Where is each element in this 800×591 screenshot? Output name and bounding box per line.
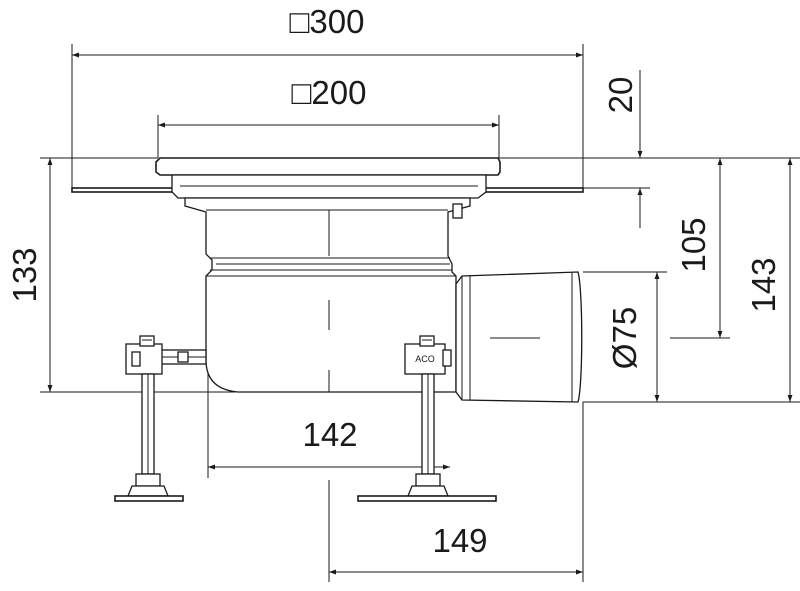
outlet-pipe <box>455 271 583 403</box>
dimension-inner-height: 105 <box>670 158 730 339</box>
grate-frame <box>155 157 501 176</box>
dim-label-300: □300 <box>290 3 365 40</box>
dimension-feet-spacing: 142 <box>207 360 450 478</box>
dimension-rim-height: 20 <box>499 70 800 228</box>
dim-label-20: 20 <box>602 77 639 114</box>
frame-clip <box>452 203 463 219</box>
dim-label-75: Ø75 <box>606 307 643 369</box>
dimension-left-height: 133 <box>6 157 235 393</box>
dim-label-133: 133 <box>6 247 43 302</box>
drain-body-upper <box>184 197 471 393</box>
dimension-top-width: □300 <box>71 3 584 190</box>
dimension-outlet-diameter: Ø75 <box>583 271 667 402</box>
right-levelling-foot: ACO <box>357 335 497 502</box>
dimension-grate-width: □200 <box>157 74 500 158</box>
dimension-outlet-offset: 149 <box>328 402 584 582</box>
drain-assembly <box>71 157 584 393</box>
aco-label: ACO <box>415 354 435 364</box>
dimension-total-height: 143 <box>583 158 800 403</box>
left-levelling-foot <box>114 335 207 502</box>
dim-label-200: □200 <box>292 74 367 111</box>
dim-label-143: 143 <box>745 257 782 312</box>
dim-label-105: 105 <box>675 217 712 272</box>
dim-label-149: 149 <box>432 522 487 559</box>
dim-label-142: 142 <box>302 416 357 453</box>
